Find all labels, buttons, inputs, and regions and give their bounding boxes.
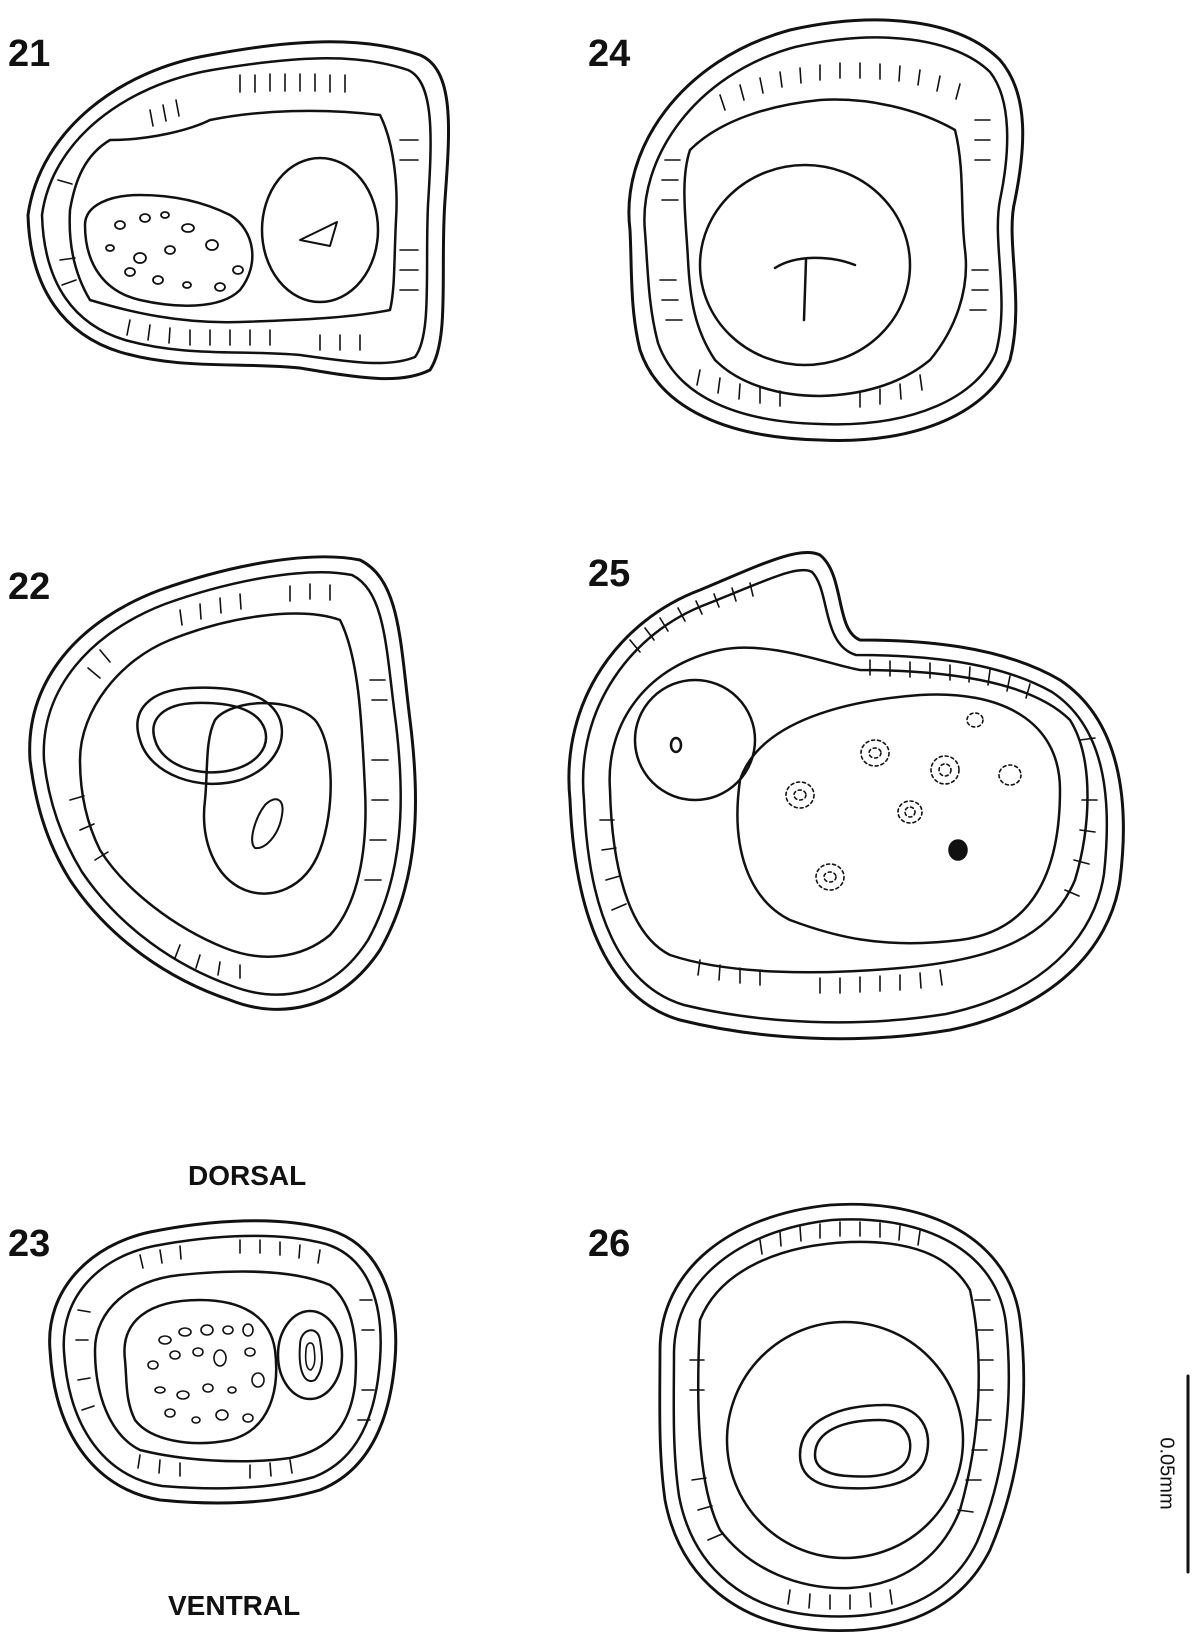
cross-section-24	[627, 18, 1025, 442]
scale-bar-label: 0.05mm	[1155, 1437, 1178, 1510]
figure-label-26: 26	[588, 1223, 631, 1265]
figure-label-24: 24	[588, 33, 631, 75]
cross-section-25	[567, 550, 1125, 1041]
figure-label-22: 22	[8, 566, 51, 608]
cross-section-23	[48, 1219, 398, 1505]
cross-section-22	[28, 555, 418, 1011]
figure-label-21: 21	[8, 33, 51, 75]
figure-label-25: 25	[588, 553, 631, 595]
cross-section-26	[658, 1202, 1026, 1632]
cross-section-21	[26, 40, 450, 381]
figure-label-23: 23	[8, 1223, 51, 1265]
ventral-label: VENTRAL	[168, 1590, 301, 1621]
dorsal-label: DORSAL	[188, 1160, 307, 1191]
